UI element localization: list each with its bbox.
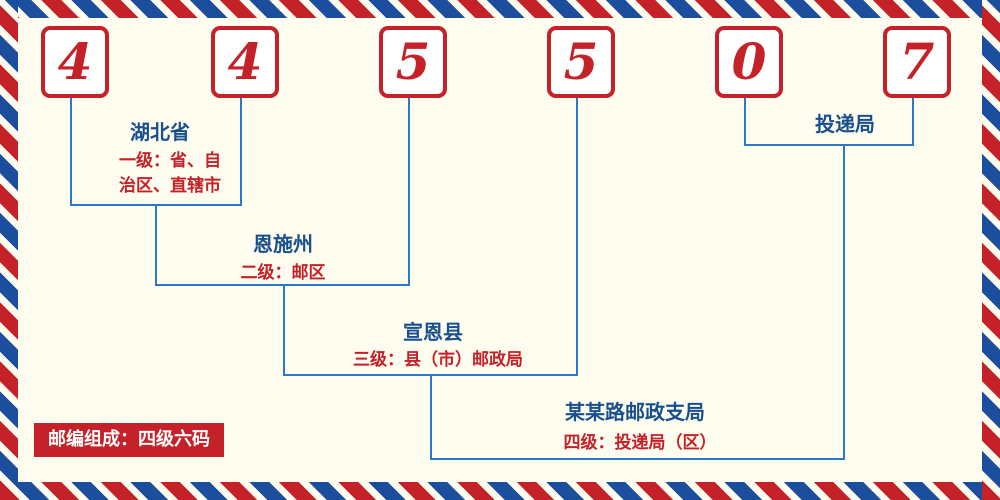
connector-line (744, 144, 914, 146)
level1-desc-line1: 一级：省、自 (119, 151, 221, 171)
connector-line (155, 204, 157, 286)
digit-6: 7 (899, 32, 935, 91)
level2-name: 恩施州 (253, 232, 313, 256)
digit-box-5: 0 (715, 26, 783, 98)
digit-2: 4 (227, 32, 263, 91)
level3-desc: 三级：县（市）邮政局 (353, 350, 523, 370)
level3-name: 宣恩县 (403, 320, 463, 344)
airmail-border-left (0, 0, 18, 500)
level1-name: 湖北省 (130, 120, 190, 144)
connector-line (430, 374, 432, 460)
digit-box-6: 7 (883, 26, 951, 98)
digit-5: 0 (731, 32, 767, 91)
connector-line (240, 94, 242, 206)
level2-desc: 二级：邮区 (240, 263, 326, 283)
connector-line (283, 284, 285, 376)
digit-box-4: 5 (547, 26, 615, 98)
composition-badge: 邮编组成：四级六码 (34, 423, 224, 457)
connector-line (430, 458, 845, 460)
digit-box-1: 4 (41, 26, 109, 98)
airmail-border-right (982, 0, 1000, 500)
connector-line (744, 94, 746, 146)
digit-3: 5 (395, 32, 431, 91)
digit-4: 5 (563, 32, 599, 91)
connector-line (70, 94, 72, 206)
airmail-border-bottom (0, 482, 1000, 500)
connector-line (843, 144, 845, 460)
level1-desc-line2: 治区、直辖市 (119, 176, 221, 196)
level4-name: 某某路邮政支局 (565, 400, 705, 424)
delivery-office-name: 投递局 (815, 112, 875, 136)
connector-line (155, 284, 410, 286)
connector-line (576, 94, 578, 376)
digit-box-3: 5 (379, 26, 447, 98)
level4-desc: 四级：投递局（区） (563, 433, 717, 453)
airmail-border-top (0, 0, 1000, 18)
connector-line (408, 94, 410, 286)
digit-box-2: 4 (211, 26, 279, 98)
digit-1: 4 (57, 32, 93, 91)
connector-line (912, 94, 914, 146)
